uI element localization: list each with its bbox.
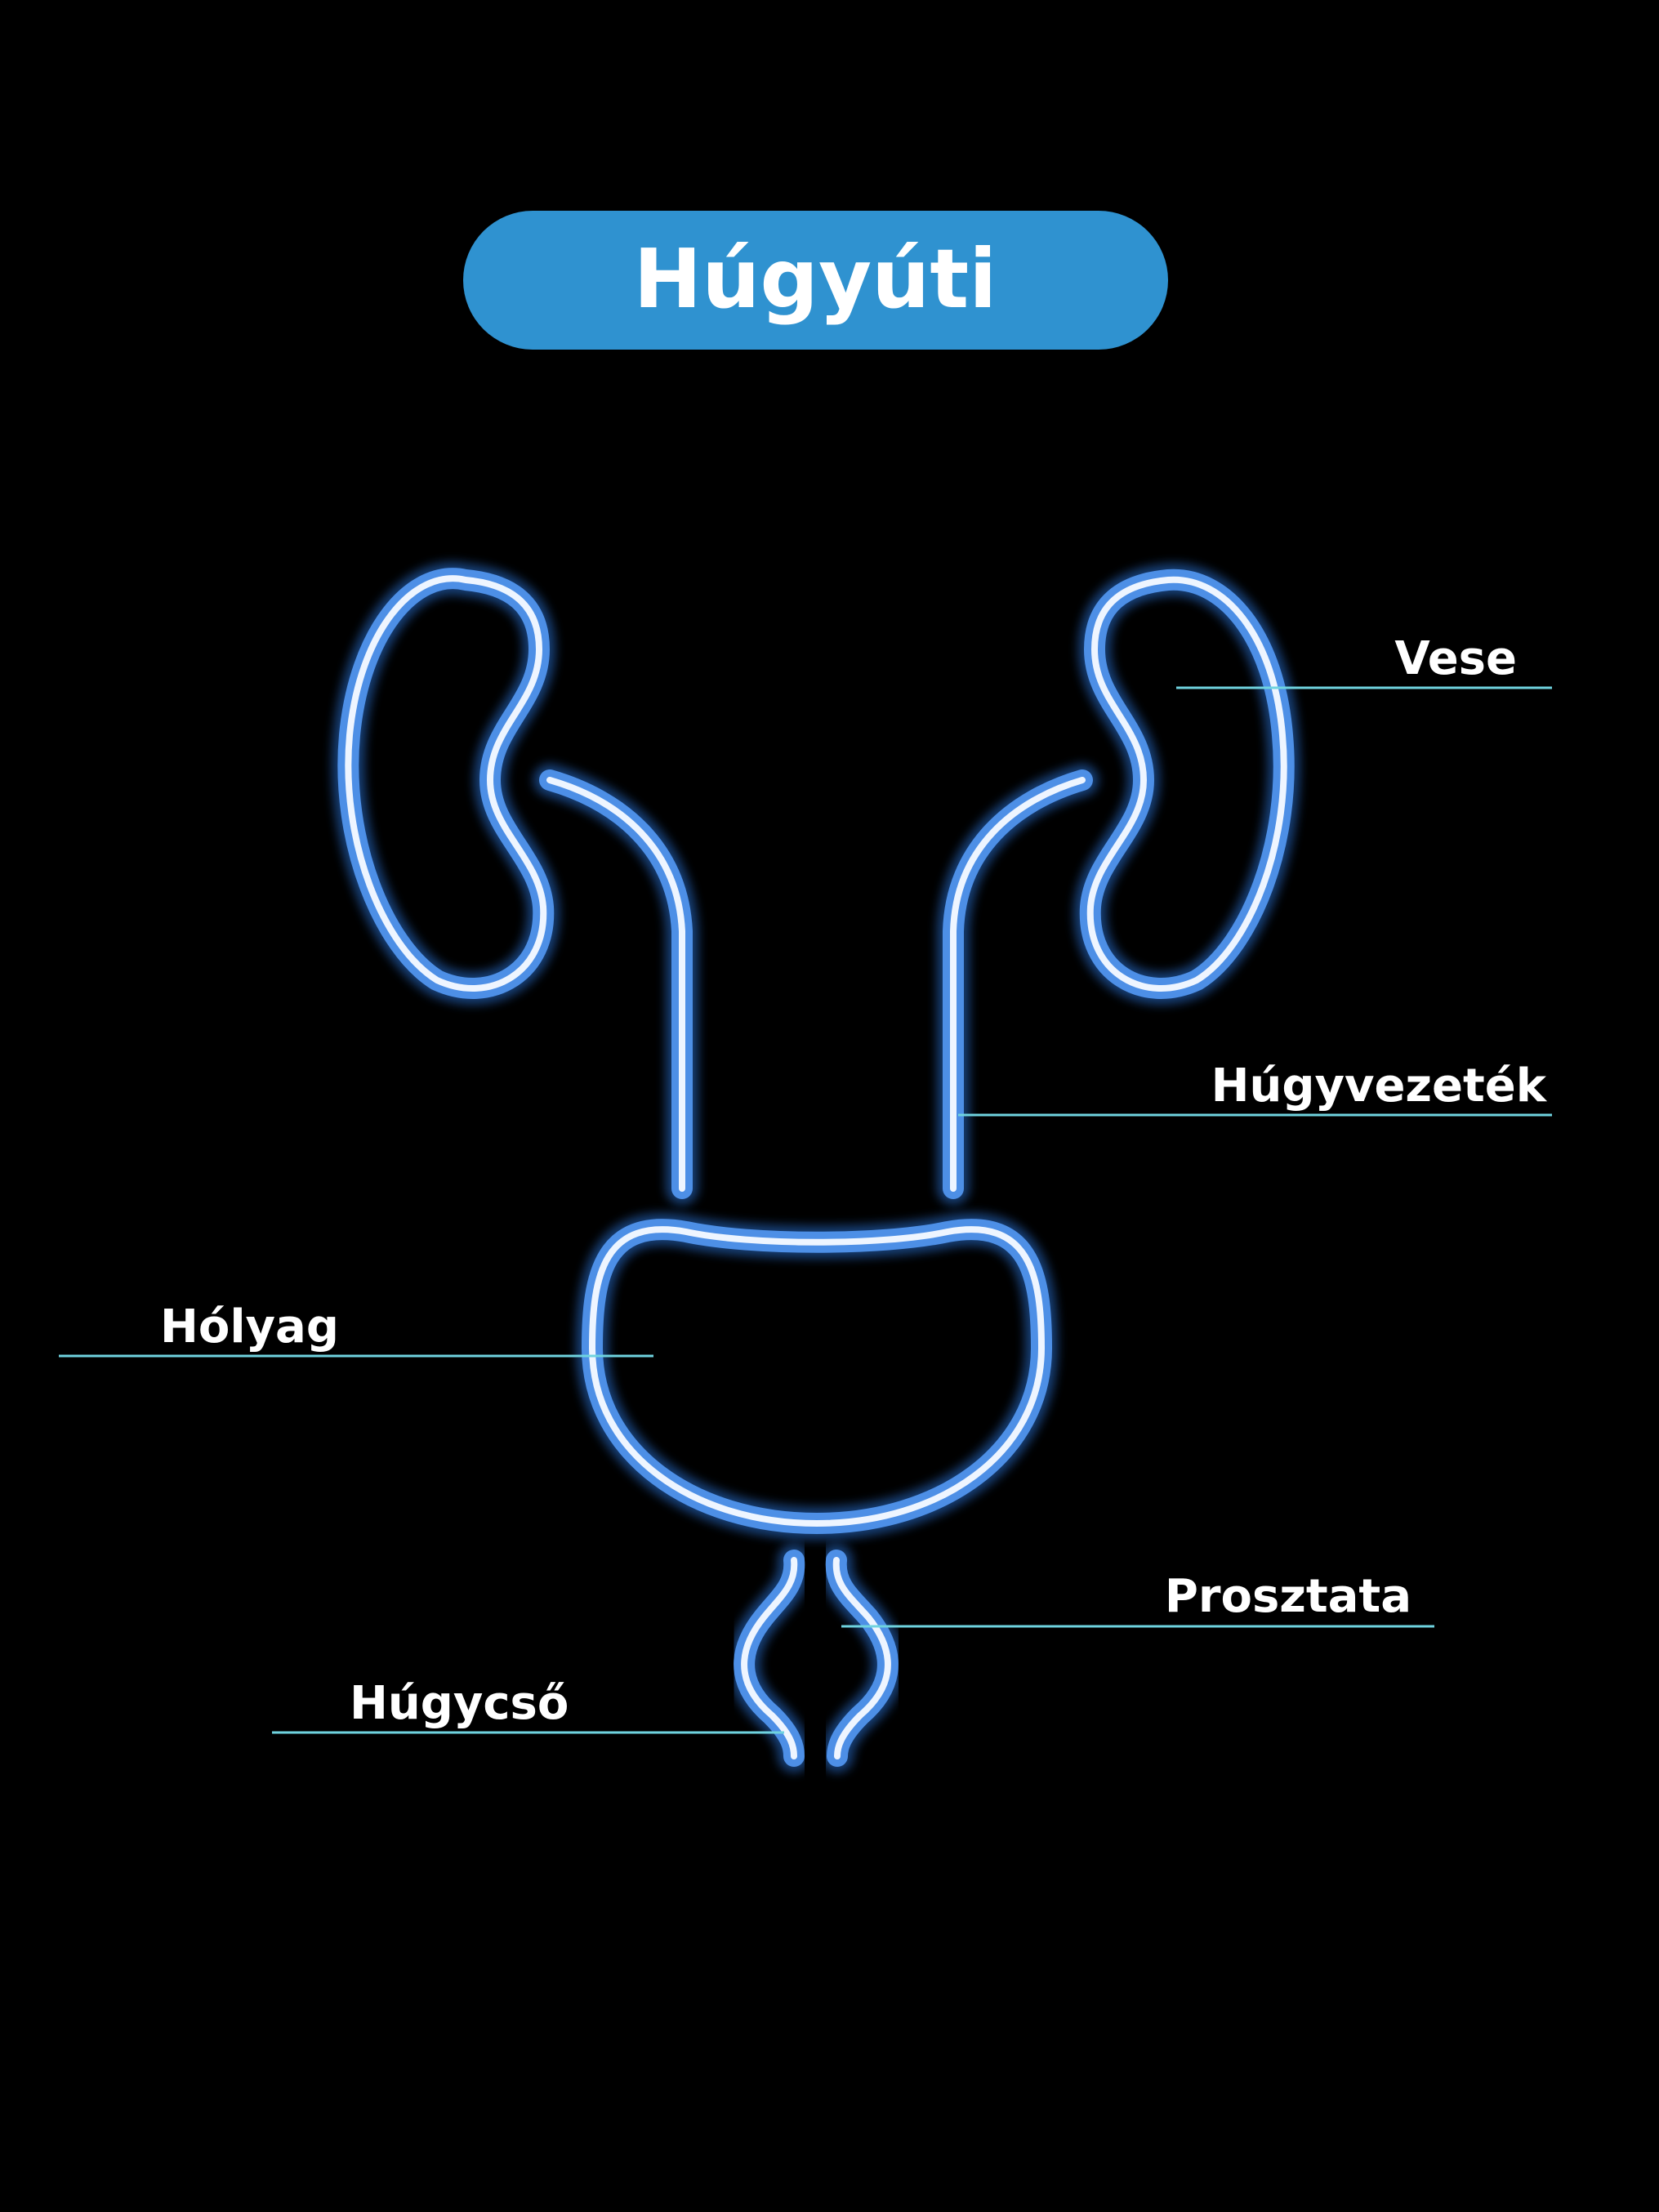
label-text-kidney: Vese (1394, 632, 1517, 685)
urethra-right-strand (819, 1544, 904, 1773)
title-banner: Húgyúti (463, 211, 1168, 350)
bladder (576, 1213, 1058, 1540)
right-ureter (937, 764, 1099, 1205)
label-text-urethra: Húgycső (350, 1677, 569, 1730)
label-text-prostate: Prosztata (1165, 1570, 1411, 1623)
label-kidney: Vese (1176, 632, 1552, 689)
title-pill (463, 211, 1168, 350)
label-text-ureter: Húgyvezeték (1211, 1059, 1548, 1113)
label-bladder: Hólyag (59, 1300, 653, 1358)
label-urethra: Húgycső (272, 1677, 784, 1734)
page-title: Húgyúti (634, 231, 997, 327)
urethra-left-strand (728, 1544, 811, 1773)
label-ureter: Húgyvezeték (958, 1059, 1552, 1117)
label-text-bladder: Hólyag (160, 1300, 339, 1354)
right-kidney (1073, 563, 1300, 1005)
label-prostate: Prosztata (841, 1570, 1434, 1628)
left-ureter (533, 764, 698, 1205)
left-kidney (332, 562, 560, 1005)
